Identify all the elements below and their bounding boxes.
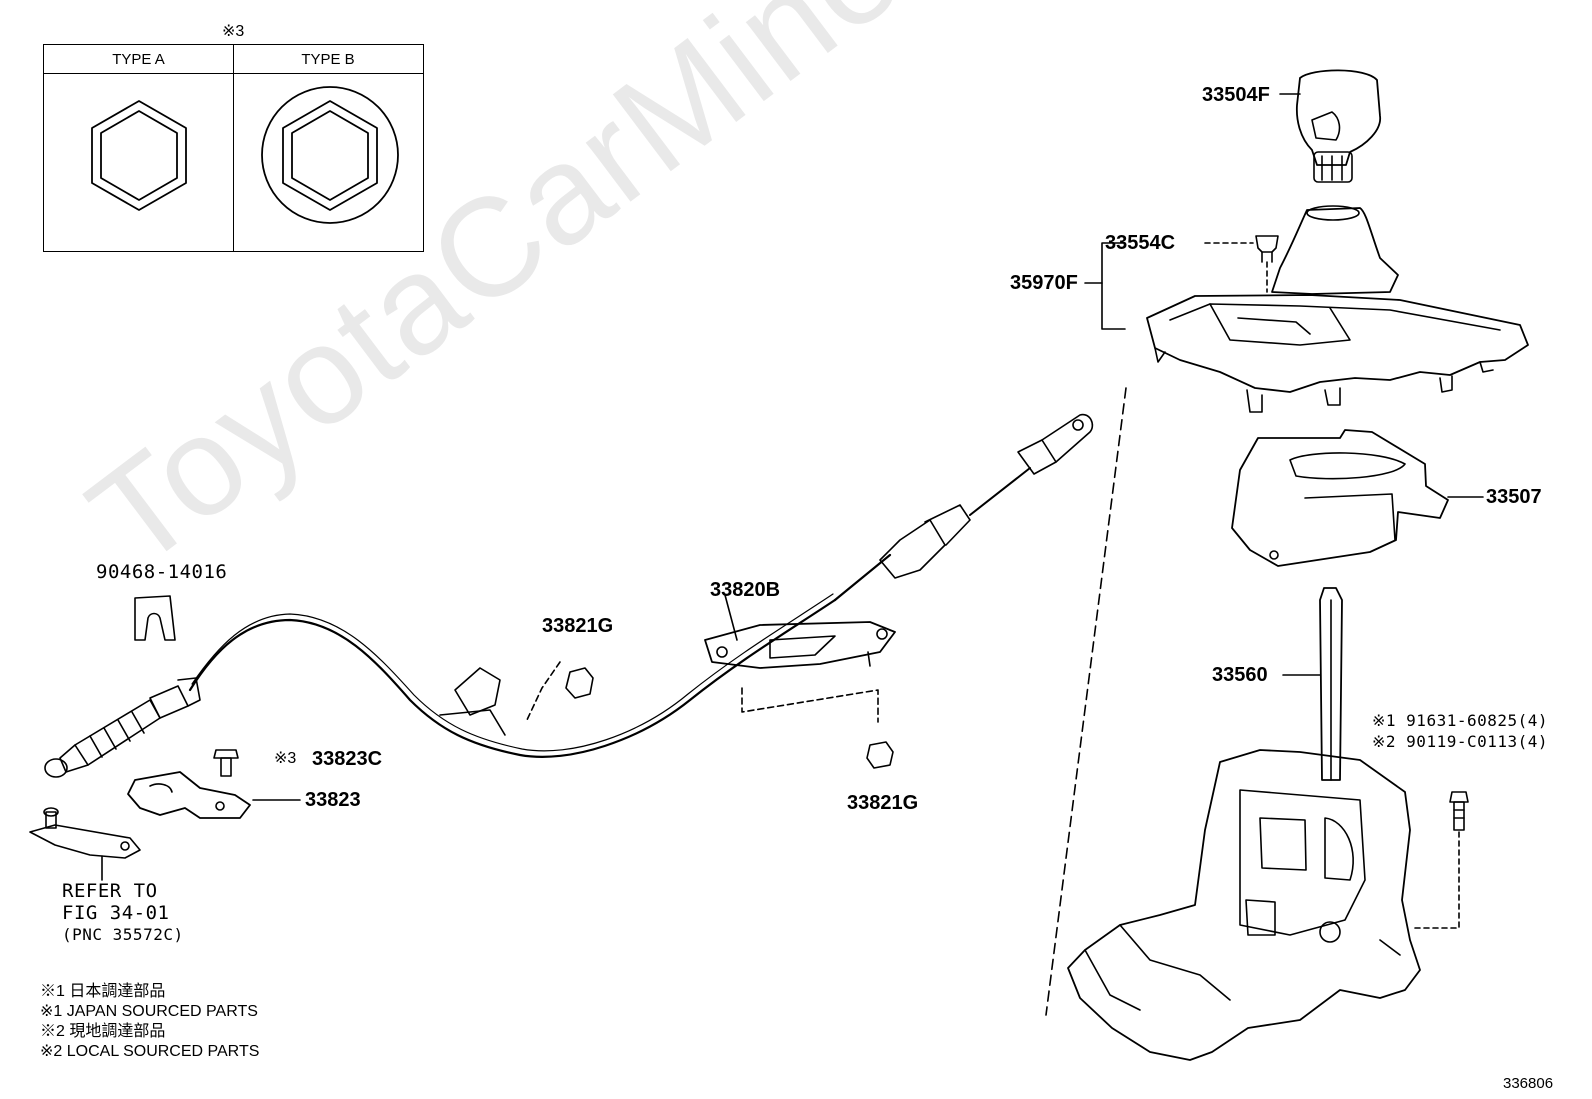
part-label-33823C[interactable]: 33823C xyxy=(312,748,383,770)
part-label-91631-60825[interactable]: ※1 91631-60825(4) xyxy=(1372,711,1549,730)
bolt-part xyxy=(1449,791,1469,831)
footnote-2: ※1 JAPAN SOURCED PARTS xyxy=(40,1003,258,1020)
part-label-33560[interactable]: 33560 xyxy=(1212,664,1268,686)
part-label-33821G-top[interactable]: 33821G xyxy=(542,615,614,637)
hex-nut-type-a-icon xyxy=(91,100,187,211)
type-a-header: TYPE A xyxy=(44,45,233,74)
shift-base-assembly-part xyxy=(1067,749,1421,1061)
legend-divider xyxy=(233,45,234,251)
figure-number: 336806 xyxy=(1503,1075,1554,1092)
shift-boot-panel-part xyxy=(1146,205,1529,413)
footnote-4: ※2 LOCAL SOURCED PARTS xyxy=(40,1043,260,1060)
part-label-33554C[interactable]: 33554C xyxy=(1105,232,1176,254)
part-33823C-mark: ※3 xyxy=(274,750,297,767)
part-label-33504F[interactable]: 33504F xyxy=(1202,84,1270,106)
footnote-3: ※2 現地調達部品 xyxy=(40,1023,166,1040)
hex-nut-type-b-icon xyxy=(261,86,399,224)
part-label-33821G-bottom[interactable]: 33821G xyxy=(847,792,919,814)
legend-mark: ※3 xyxy=(222,23,245,40)
nut-top-part xyxy=(565,667,594,699)
part-label-33823[interactable]: 33823 xyxy=(305,789,361,811)
part-label-90119-C0113[interactable]: ※2 90119-C0113(4) xyxy=(1372,732,1549,751)
bracket-bolt-part xyxy=(213,749,239,777)
hex-type-legend: TYPE A TYPE B xyxy=(43,44,424,252)
part-label-90468-14016[interactable]: 90468-14016 xyxy=(96,561,228,583)
position-indicator-part xyxy=(1231,429,1449,567)
part-label-33820B[interactable]: 33820B xyxy=(710,579,781,601)
cable-bracket-plate-part xyxy=(704,621,896,669)
footnote-1: ※1 日本調達部品 xyxy=(40,983,166,1000)
part-label-35970F[interactable]: 35970F xyxy=(1010,272,1078,294)
refer-line-1: REFER TO xyxy=(62,880,158,902)
shift-lever-part xyxy=(1319,587,1343,781)
type-b-header: TYPE B xyxy=(233,45,423,74)
shift-cable-part xyxy=(44,413,1094,778)
clip-part xyxy=(1255,235,1279,263)
transmission-lever-part xyxy=(29,807,141,859)
shift-knob-part xyxy=(1295,69,1381,183)
retainer-clip-part xyxy=(134,595,176,641)
nut-bottom-part xyxy=(866,741,894,769)
cable-bracket-part xyxy=(127,771,251,819)
part-label-33507[interactable]: 33507 xyxy=(1486,486,1542,508)
refer-line-3: (PNC 35572C) xyxy=(62,925,184,944)
refer-line-2[interactable]: FIG 34-01 xyxy=(62,902,170,924)
